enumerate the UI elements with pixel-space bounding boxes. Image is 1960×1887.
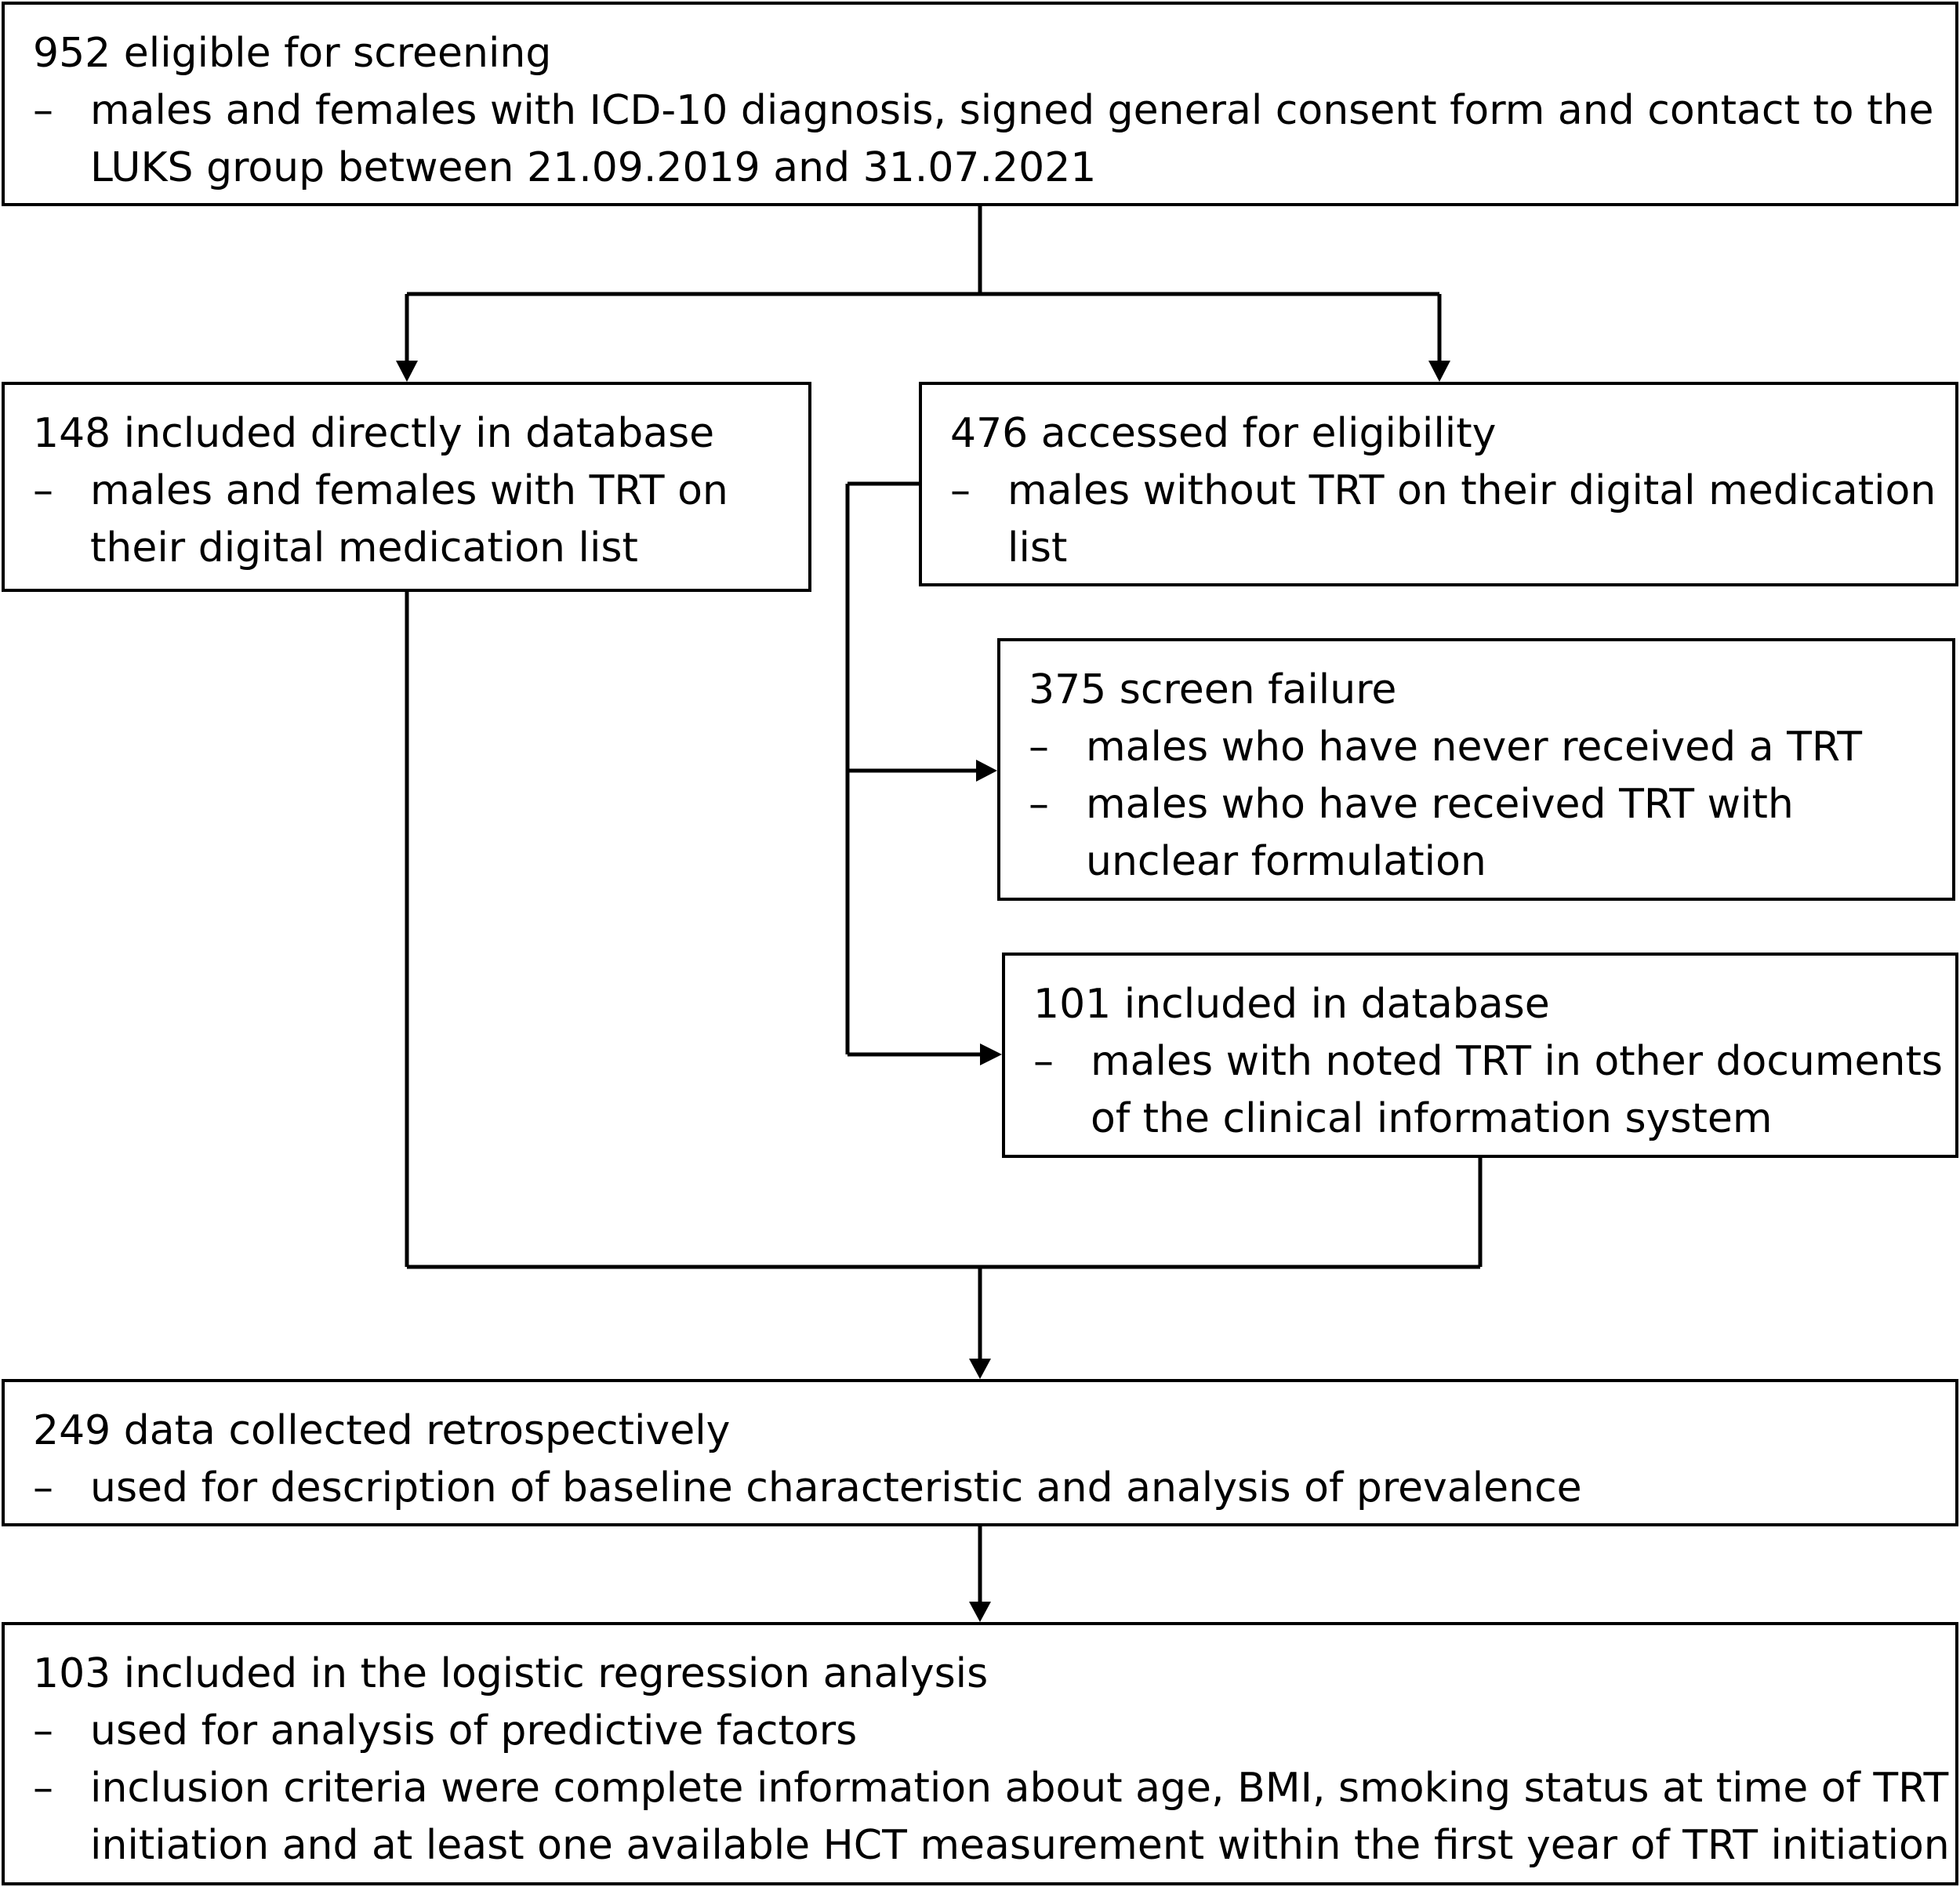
box-title: 101 included in database xyxy=(1033,981,1550,1028)
bullet-list: –used for analysis of predictive factors… xyxy=(33,1703,1955,1874)
arrowhead-eligible xyxy=(1428,361,1450,382)
arrowhead-included xyxy=(980,1043,1002,1065)
bullet-dash: – xyxy=(33,1707,53,1755)
bullet-list: –males and females with ICD-10 diagnosis… xyxy=(33,82,1955,197)
box-accessed-for-eligibility: 476 accessed for eligibility –males with… xyxy=(919,382,1958,586)
bullet-dash: – xyxy=(1029,724,1049,771)
bullet-text: males and females with TRT on their digi… xyxy=(90,467,728,572)
list-item: –males with noted TRT in other documents… xyxy=(1033,1033,1955,1148)
bullet-dash: – xyxy=(33,467,53,514)
bullet-list: –males and females with TRT on their dig… xyxy=(33,463,808,577)
bullet-text: males with noted TRT in other documents … xyxy=(1091,1038,1943,1142)
box-title: 148 included directly in database xyxy=(33,410,715,457)
arrowhead-retro xyxy=(969,1359,991,1379)
arrowhead-regression xyxy=(969,1602,991,1622)
bullet-dash: – xyxy=(950,467,971,514)
box-screen-failure: 375 screen failure –males who have never… xyxy=(997,638,1955,901)
bullet-text: inclusion criteria were complete informa… xyxy=(90,1765,1950,1869)
bullet-text: males without TRT on their digital medic… xyxy=(1007,467,1936,572)
bullet-text: males who have never received a TRT xyxy=(1086,724,1862,771)
list-item: –inclusion criteria were complete inform… xyxy=(33,1760,1955,1874)
bullet-text: used for description of baseline charact… xyxy=(90,1464,1582,1511)
bullet-list: –males without TRT on their digital medi… xyxy=(950,463,1955,577)
box-title: 249 data collected retrospectively xyxy=(33,1407,731,1454)
box-title: 103 included in the logistic regression … xyxy=(33,1650,989,1697)
bullet-dash: – xyxy=(33,87,53,134)
box-title: 952 eligible for screening xyxy=(33,30,552,77)
list-item: –males and females with ICD-10 diagnosis… xyxy=(33,82,1955,197)
list-item: –used for description of baseline charac… xyxy=(33,1460,1955,1517)
bullet-list: –males with noted TRT in other documents… xyxy=(1033,1033,1955,1148)
list-item: –males who have received TRT with unclea… xyxy=(1029,776,1952,891)
box-title: 375 screen failure xyxy=(1029,666,1397,713)
box-data-collected-retrospectively: 249 data collected retrospectively –used… xyxy=(2,1379,1958,1526)
bullet-dash: – xyxy=(1029,781,1049,828)
box-title: 476 accessed for eligibility xyxy=(950,410,1497,457)
list-item: –males and females with TRT on their dig… xyxy=(33,463,808,577)
bullet-list: –used for description of baseline charac… xyxy=(33,1460,1955,1517)
list-item: –males who have never received a TRT xyxy=(1029,719,1952,776)
arrowhead-failure xyxy=(976,760,997,782)
bullet-dash: – xyxy=(33,1464,53,1511)
arrowhead-direct xyxy=(396,361,418,382)
list-item: –males without TRT on their digital medi… xyxy=(950,463,1955,577)
bullet-dash: – xyxy=(33,1765,53,1812)
box-included-in-database: 101 included in database –males with not… xyxy=(1002,953,1958,1158)
bullet-dash: – xyxy=(1033,1038,1054,1085)
box-included-directly: 148 included directly in database –males… xyxy=(2,382,811,592)
box-eligible-for-screening: 952 eligible for screening –males and fe… xyxy=(2,2,1958,206)
list-item: –used for analysis of predictive factors xyxy=(33,1703,1955,1760)
bullet-text: males and females with ICD-10 diagnosis,… xyxy=(90,87,1934,191)
bullet-list: –males who have never received a TRT –ma… xyxy=(1029,719,1952,891)
bullet-text: males who have received TRT with unclear… xyxy=(1086,781,1794,885)
bullet-text: used for analysis of predictive factors xyxy=(90,1707,858,1755)
box-logistic-regression: 103 included in the logistic regression … xyxy=(2,1622,1958,1885)
